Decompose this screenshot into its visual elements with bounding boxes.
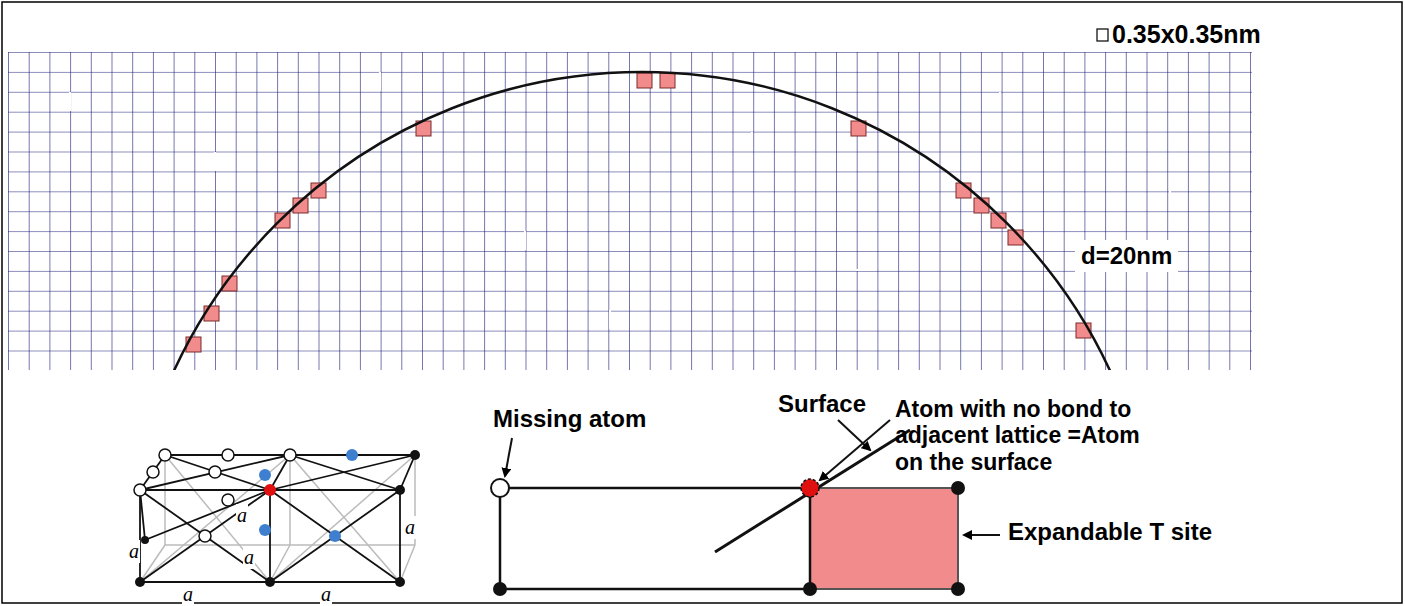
dimension-label: a (404, 516, 416, 539)
dimension-label: a (236, 504, 248, 527)
grid-gaps (70, 72, 1170, 329)
lattice-grid (8, 52, 1252, 370)
callout-label: Missing atom (493, 405, 646, 433)
particle-outline (126, 72, 1158, 370)
callout-label: Atom with no bond to adjacent lattice =A… (895, 396, 1160, 475)
dimension-label: a (128, 540, 140, 563)
expandable-cells (186, 73, 1091, 352)
callout-label: Expandable T site (1008, 518, 1212, 546)
scale-square (1097, 29, 1108, 41)
diameter-label: d=20nm (1075, 240, 1178, 272)
dimension-label: a (320, 583, 332, 606)
crystal-lattice (134, 449, 420, 587)
t-site (810, 488, 958, 589)
dimension-label: a (182, 583, 194, 606)
dimension-label: a (243, 546, 255, 569)
surface-line (715, 430, 910, 552)
surface-atom (801, 479, 819, 497)
missing-atom (491, 479, 509, 497)
callout-label: Surface (778, 390, 866, 418)
scale-label: 0.35x0.35nm (1112, 20, 1261, 49)
